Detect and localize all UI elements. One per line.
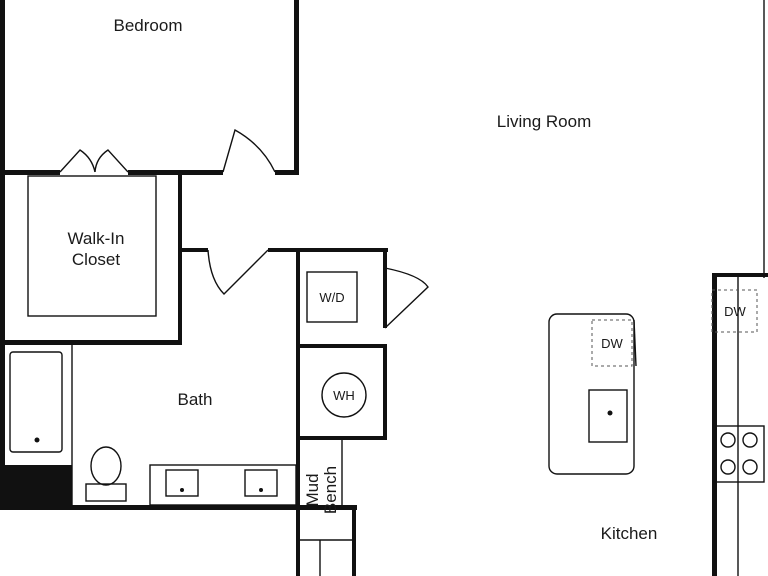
island-dishwasher bbox=[591, 319, 633, 367]
bathtub bbox=[9, 351, 63, 453]
water-heater bbox=[321, 372, 367, 418]
living-room-label: Living Room bbox=[497, 112, 592, 131]
door-swing bbox=[222, 128, 276, 173]
toilet-tank bbox=[85, 483, 127, 502]
island-sink bbox=[588, 389, 628, 443]
washer-dryer bbox=[306, 271, 358, 323]
thin-lines bbox=[27, 0, 765, 576]
door-swing bbox=[59, 149, 96, 173]
island-dishwasher-label: DW bbox=[601, 336, 623, 351]
burner-icon bbox=[720, 432, 736, 448]
bath-label: Bath bbox=[178, 390, 213, 409]
kitchen-island bbox=[548, 313, 635, 475]
kitchen-label: Kitchen bbox=[601, 524, 658, 543]
burner-icon bbox=[742, 432, 758, 448]
cooktop bbox=[715, 425, 765, 483]
mud-bench-label-line2: Bench bbox=[321, 466, 340, 514]
door-swing bbox=[384, 267, 429, 329]
door-swing bbox=[207, 249, 269, 295]
fixtures bbox=[9, 271, 765, 502]
wall-dishwasher bbox=[711, 289, 758, 333]
doors bbox=[59, 128, 429, 329]
sink-left bbox=[165, 469, 199, 497]
toilet-bowl bbox=[90, 446, 122, 486]
mud-bench-label-line1: Mud bbox=[303, 473, 322, 506]
sink-right bbox=[244, 469, 278, 497]
burner-icon bbox=[720, 459, 736, 475]
tub-drain bbox=[34, 437, 40, 443]
wall-dishwasher-label: DW bbox=[724, 304, 746, 319]
closet-label-line1: Walk-In bbox=[68, 229, 125, 248]
water-heater-label: WH bbox=[333, 388, 355, 403]
bedroom-label: Bedroom bbox=[114, 16, 183, 35]
closet-label-line2: Closet bbox=[72, 250, 120, 269]
washer-dryer-label: W/D bbox=[319, 290, 344, 305]
door-swing bbox=[94, 149, 129, 173]
burner-icon bbox=[742, 459, 758, 475]
